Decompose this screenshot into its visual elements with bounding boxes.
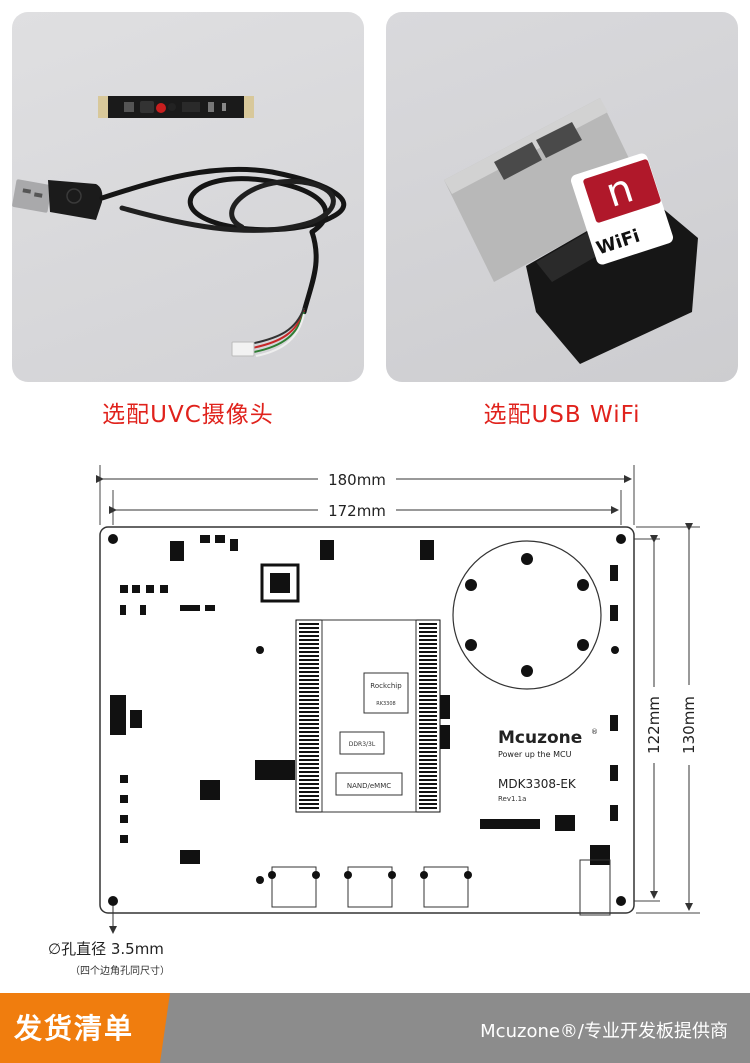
- footer-slogan: Mcuzone®/专业开发板提供商: [480, 1021, 728, 1042]
- component-footprints: [110, 535, 618, 865]
- ddr-chip: [339, 731, 385, 755]
- dim-width-outer: 180mm: [328, 471, 386, 489]
- soc-chip: [363, 672, 409, 714]
- mount-hole: [256, 646, 264, 654]
- dim-height-outer: 130mm: [680, 696, 698, 754]
- corner-hole: [616, 534, 626, 544]
- uvc-camera-illustration: [12, 96, 347, 357]
- dim-width-inner: 172mm: [328, 502, 386, 520]
- mount-hole: [611, 646, 619, 654]
- usb-wifi-illustration: n WiFi: [444, 98, 698, 364]
- camera-caption: 选配UVC摄像头: [102, 402, 274, 428]
- board-outline: [99, 526, 635, 914]
- brand-tagline: Power up the MCU: [498, 750, 572, 759]
- hole-diameter-subnote: （四个边角孔同尺寸）: [70, 966, 170, 977]
- footer-bar: 发货清单 Mcuzone®/专业开发板提供商: [0, 993, 750, 1063]
- corner-hole: [616, 896, 626, 906]
- dim-height-inner: 122mm: [645, 696, 663, 754]
- corner-hole: [108, 534, 118, 544]
- nand-chip: [335, 772, 403, 796]
- mic-ring: [452, 540, 602, 690]
- hole-diameter-note: ∅孔直径 3.5mm: [48, 940, 164, 958]
- wifi-caption: 选配USB WiFi: [483, 402, 641, 428]
- bottom-connectors: [271, 859, 611, 916]
- footer-tab: 发货清单: [0, 993, 170, 1063]
- brand-name: Mcuzone: [498, 728, 582, 748]
- board-revision: Rev1.1a: [498, 795, 526, 803]
- board-model: MDK3308-EK: [498, 777, 577, 791]
- chip-sub: RK3308: [376, 701, 395, 707]
- mic-pads: [465, 553, 589, 677]
- uvc-camera-photo: [12, 12, 364, 382]
- som-module: [321, 619, 417, 813]
- brand-reg: ®: [591, 728, 598, 736]
- board-dimension-drawing: 180mm 172mm 130mm 122mm: [96, 465, 700, 934]
- mount-hole: [256, 876, 264, 884]
- chip-label: Rockchip: [370, 682, 402, 690]
- corner-hole: [108, 896, 118, 906]
- ddr-label: DDR3/3L: [349, 741, 376, 748]
- usb-wifi-photo: n WiFi: [386, 12, 738, 382]
- nand-label: NAND/eMMC: [347, 782, 391, 790]
- footer-title: 发货清单: [14, 1012, 135, 1045]
